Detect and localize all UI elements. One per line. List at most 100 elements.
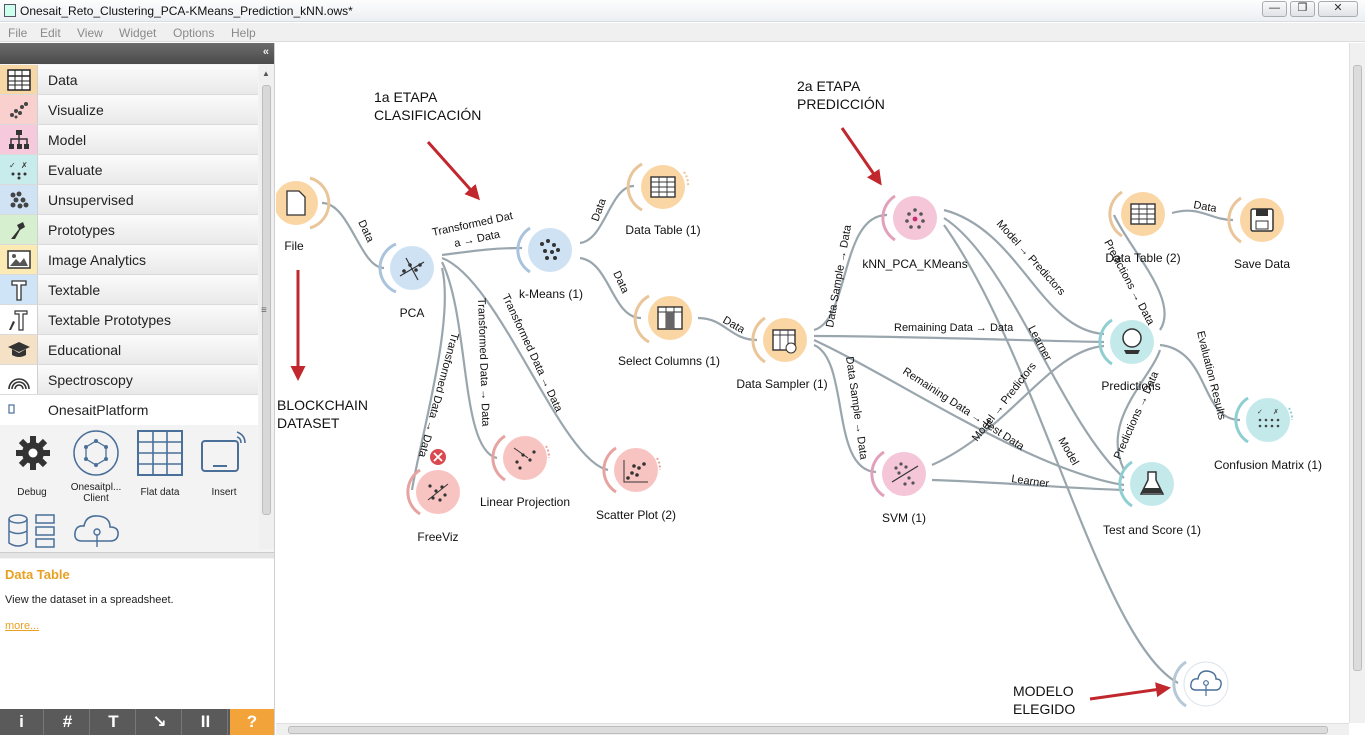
link-predictions-confusion[interactable] (1159, 343, 1241, 422)
node-data-table-1[interactable]: Data Table (1) (625, 162, 701, 237)
link-datasampler-knn[interactable] (813, 213, 888, 332)
panel-splitter[interactable] (0, 552, 274, 558)
minimize-button[interactable]: — (1262, 1, 1287, 17)
info-button[interactable]: i (0, 709, 44, 735)
menu-file[interactable]: File (8, 26, 28, 40)
node-model-output[interactable] (1172, 660, 1229, 708)
category-unsupervised[interactable]: Unsupervised (0, 185, 258, 215)
widget-flat-data[interactable]: Flat data (130, 427, 190, 507)
node-confusion-matrix[interactable]: ✓✗ Confusion Matrix (1) (1214, 396, 1322, 472)
canvas-horizontal-scrollbar[interactable] (276, 723, 1349, 735)
node-save-data[interactable]: Save Data (1227, 196, 1290, 271)
link-file-pca[interactable] (321, 201, 385, 270)
link-predictions-datatable2[interactable] (1112, 214, 1166, 331)
widget-onesait-client[interactable]: Onesaitpl... Client (66, 427, 126, 507)
category-onesaitplatform[interactable]: OnesaitPlatform (0, 395, 258, 425)
node-linear-projection[interactable]: Linear Projection (480, 434, 570, 509)
annotation-arrow-stage1[interactable] (426, 141, 480, 201)
close-button[interactable]: ✕ (1318, 1, 1358, 17)
link-pca-freeviz[interactable] (410, 267, 446, 491)
link-kmeans-selectcolumns[interactable] (579, 256, 642, 320)
category-spectroscopy[interactable]: Spectroscopy (0, 365, 258, 395)
node-pca[interactable]: PCA (378, 242, 434, 320)
link-datasampler-predictions[interactable] (813, 334, 1105, 344)
category-label: Educational (48, 342, 122, 358)
category-label: Unsupervised (48, 192, 134, 208)
node-freeviz[interactable]: FreeViz (406, 449, 460, 544)
category-evaluate[interactable]: ✓✗ Evaluate (0, 155, 258, 185)
link-datasampler-testscore[interactable] (813, 339, 1125, 487)
category-textable[interactable]: Textable (0, 275, 258, 305)
node-select-columns[interactable]: Select Columns (1) (618, 294, 720, 368)
node-data-table-2[interactable]: Data Table (2) (1105, 190, 1181, 265)
category-prototypes[interactable]: Prototypes (0, 215, 258, 245)
maximize-button[interactable]: ❐ (1290, 1, 1315, 17)
category-visualize[interactable]: Visualize (0, 95, 258, 125)
node-predictions[interactable]: Predictions (1098, 318, 1161, 393)
link-selectcolumns-datasampler[interactable] (697, 316, 758, 342)
scroll-thumb[interactable] (1353, 65, 1362, 671)
menu-help[interactable]: Help (231, 26, 256, 40)
node-data-sampler[interactable]: Data Sampler (1) (736, 316, 828, 391)
workflow-graph[interactable]: Data Transformed Dat a → Data Data Data … (276, 43, 1349, 723)
crystal-ball-icon (1122, 328, 1142, 354)
node-kmeans[interactable]: k-Means (1) (516, 226, 583, 301)
node-file[interactable]: File (276, 176, 331, 253)
link-pca-linearprojection[interactable] (441, 261, 498, 460)
file-icon (286, 190, 306, 216)
scroll-up-icon[interactable]: ▲ (262, 69, 270, 78)
cluster-icon (0, 185, 38, 214)
node-knn[interactable]: kNN_PCA_KMeans (862, 194, 968, 271)
widget-insert[interactable]: Insert (194, 427, 254, 507)
link-knn-model[interactable] (943, 224, 1179, 684)
menu-edit[interactable]: Edit (40, 26, 61, 40)
menu-options[interactable]: Options (173, 26, 215, 40)
node-label: SVM (1) (882, 511, 926, 525)
link-datasampler-svm[interactable] (813, 343, 877, 474)
workflow-canvas[interactable]: Data Transformed Dat a → Data Data Data … (276, 43, 1365, 735)
category-educational[interactable]: Educational (0, 335, 258, 365)
link-svm-predictions[interactable] (931, 344, 1105, 467)
canvas-vertical-scrollbar[interactable] (1349, 43, 1365, 723)
widget-database[interactable] (2, 507, 62, 551)
widget-cloud[interactable] (66, 507, 126, 551)
arrow-annotation-button[interactable]: ↘ (138, 709, 182, 735)
node-svm[interactable]: SVM (1) (870, 450, 926, 525)
annotation-blockchain[interactable]: BLOCKCHAIN DATASET (277, 397, 369, 431)
annotation-arrow-model[interactable] (1089, 682, 1171, 701)
annotation-stage2[interactable]: 2a ETAPA PREDICCIÓN (797, 78, 885, 112)
link-knn-testscore[interactable] (943, 217, 1125, 479)
link-knn-predictions[interactable] (943, 208, 1105, 336)
help-more-link[interactable]: more... (5, 620, 40, 632)
category-label: Model (48, 132, 87, 148)
link-svm-testscore[interactable] (931, 478, 1125, 492)
annotation-stage1[interactable]: 1a ETAPA CLASIFICACIÓN (374, 89, 482, 123)
link-testscore-predictions[interactable] (1116, 349, 1162, 471)
error-badge-icon[interactable] (430, 449, 446, 465)
category-image-analytics[interactable]: Image Analytics (0, 245, 258, 275)
tile-label: Flat data (140, 487, 180, 498)
toolbox-scrollbar[interactable]: ▲ ≡ ▼ (259, 65, 274, 568)
link-datatable2-savedata[interactable] (1171, 209, 1234, 222)
pause-button[interactable]: II (184, 709, 228, 735)
category-data[interactable]: Data (0, 65, 258, 95)
annotation-chosen-model[interactable]: MODELO ELEGIDO (1013, 683, 1076, 717)
link-pca-kmeans[interactable] (441, 246, 523, 257)
annotation-arrow-stage2[interactable] (840, 127, 882, 186)
widget-debug[interactable]: Debug (2, 427, 62, 507)
link-pca-scatterplot[interactable] (441, 256, 609, 472)
menu-widget[interactable]: Widget (119, 26, 157, 40)
category-model[interactable]: Model (0, 125, 258, 155)
scroll-thumb[interactable] (288, 726, 1328, 734)
text-annotation-button[interactable]: T (92, 709, 136, 735)
collapse-panel-button[interactable]: « (262, 46, 269, 58)
node-scatter-plot[interactable]: Scatter Plot (2) (596, 446, 676, 522)
help-button[interactable]: ? (230, 709, 274, 735)
node-test-and-score[interactable]: Test and Score (1) (1103, 460, 1201, 537)
scroll-thumb[interactable] (262, 85, 271, 515)
category-label: Spectroscopy (48, 372, 133, 388)
category-textable-prototypes[interactable]: Textable Prototypes (0, 305, 258, 335)
platform-icon (0, 395, 38, 424)
grid-button[interactable]: # (46, 709, 90, 735)
menu-view[interactable]: View (77, 26, 103, 40)
